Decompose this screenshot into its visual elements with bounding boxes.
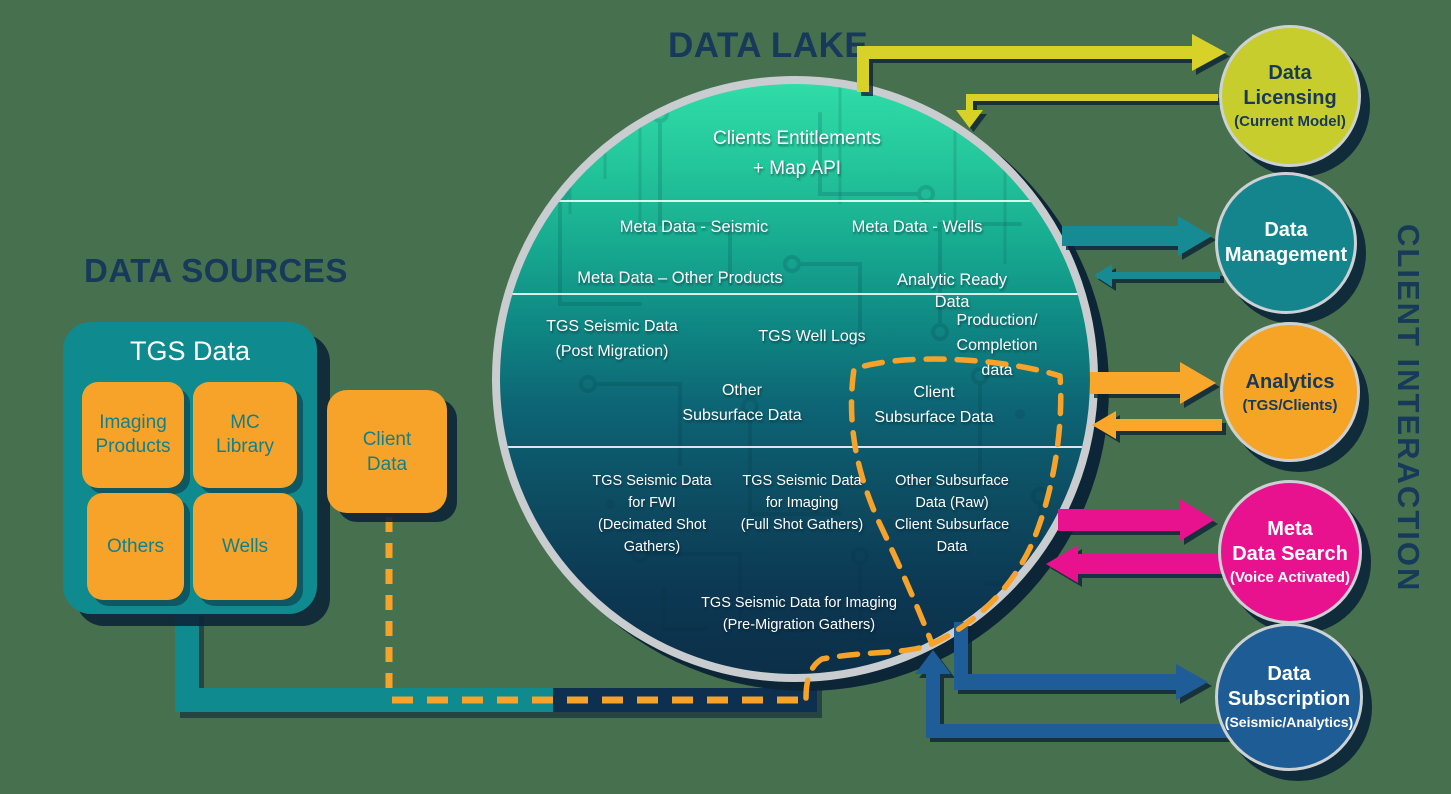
lake-divider-1 — [500, 200, 1090, 202]
lake-label-production: Production/ Completion data — [956, 312, 1038, 379]
arrow-analytics-out — [1090, 362, 1216, 404]
lake-label-fwi: TGS Seismic Data for FWI (Decimated Shot… — [592, 473, 712, 555]
circle-data-subscription-subtitle: (Seismic/Analytics) — [1224, 714, 1354, 730]
lake-label-meta-wells: Meta Data - Wells — [851, 218, 983, 236]
circle-data-licensing-label: Data Licensing — [1243, 62, 1337, 109]
arrow-metasearch-return — [1046, 545, 1222, 583]
tgs-data-box-title: TGS Data — [129, 336, 251, 366]
lake-label-client-subsurface: Client Subsurface Data — [874, 384, 994, 426]
arrow-management-return — [1094, 264, 1220, 287]
lake-label-imaging-full: TGS Seismic Data for Imaging (Full Shot … — [740, 473, 864, 533]
tgs-data-box: TGS Data Imaging Products MC Library Oth… — [63, 322, 317, 614]
arrow-management-out — [1062, 216, 1212, 256]
data-lake-title: DATA LAKE — [668, 26, 869, 65]
circle-analytics: Analytics (TGS/Clients) — [1220, 322, 1360, 462]
arrow-subscription-return — [915, 650, 1248, 738]
circle-analytics-subtitle: (TGS/Clients) — [1242, 396, 1338, 414]
lake-divider-3 — [500, 446, 1090, 448]
lake-label-meta-other: Meta Data – Other Products — [577, 269, 783, 287]
circle-data-subscription: Data Subscription (Seismic/Analytics) — [1215, 623, 1363, 771]
lake-label-well-logs: TGS Well Logs — [758, 328, 866, 345]
arrow-analytics-return — [1092, 411, 1222, 439]
circle-meta-data-search-label: Meta Data Search — [1232, 518, 1348, 565]
lake-label-pre-migration: TGS Seismic Data for Imaging (Pre-Migrat… — [701, 595, 897, 633]
circle-data-licensing-subtitle: (Current Model) — [1234, 113, 1346, 130]
data-sources-title: DATA SOURCES — [84, 252, 348, 289]
circle-data-licensing: Data Licensing (Current Model) — [1219, 25, 1361, 167]
tgs-connector-line — [175, 610, 553, 712]
arrow-metasearch-out — [1058, 499, 1214, 541]
client-interaction-title: CLIENT INTERACTION — [1391, 223, 1426, 593]
circle-data-management: Data Management — [1215, 172, 1357, 314]
source-mc-library: MC Library — [193, 382, 297, 488]
source-others: Others — [87, 493, 184, 600]
circle-meta-data-search: Meta Data Search (Voice Activated) — [1218, 480, 1362, 624]
lake-divider-2 — [500, 293, 1090, 295]
lake-label-seismic-post: TGS Seismic Data (Post Migration) — [546, 318, 678, 360]
circle-data-management-label: Data Management — [1224, 219, 1348, 266]
source-wells: Wells — [193, 493, 297, 600]
circle-data-subscription-label: Data Subscription — [1227, 663, 1351, 710]
lake-label-other-raw: Other Subsurface Data (Raw) Client Subsu… — [894, 473, 1010, 555]
client-data-box: Client Data — [327, 390, 447, 513]
lake-label-meta-seismic: Meta Data - Seismic — [619, 218, 769, 236]
data-lake-circle: Clients Entitlements + Map API Meta Data… — [492, 76, 1098, 682]
lake-label-analytic-ready: Analytic Ready Data — [896, 271, 1008, 311]
lake-label-entitlements: Clients Entitlements + Map API — [713, 128, 881, 179]
source-imaging-products: Imaging Products — [82, 382, 184, 488]
circle-analytics-label: Analytics — [1245, 370, 1335, 393]
circle-meta-data-search-subtitle: (Voice Activated) — [1229, 569, 1351, 586]
arrow-subscription-out — [954, 622, 1208, 700]
lake-label-other-subsurface: Other Subsurface Data — [682, 382, 802, 424]
arrow-licensing-return — [956, 94, 1218, 128]
arrow-licensing-out — [857, 34, 1226, 92]
